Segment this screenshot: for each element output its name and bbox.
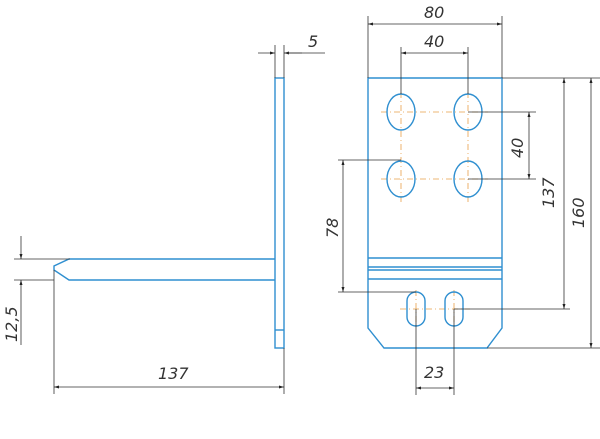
dimension-label-height-to-slots: 137 xyxy=(539,177,558,208)
dimension-label-thickness: 5 xyxy=(308,32,318,51)
anchor-rod xyxy=(53,258,275,281)
dimension-label-hole-spacing-vertical: 40 xyxy=(508,138,527,158)
dimension-hole-spacing-horizontal: 40 xyxy=(400,32,469,94)
dimension-label-rod-diameter: 12,5 xyxy=(2,306,21,342)
mounting-hole xyxy=(386,160,416,198)
dimension-label-hole-spacing-horizontal: 40 xyxy=(424,32,444,51)
dimension-slot-spacing: 23 xyxy=(415,309,455,395)
dimension-hole-spacing-vertical: 40 xyxy=(468,111,536,180)
dimension-height-to-slots: 137 xyxy=(454,77,600,310)
dimension-thickness: 5 xyxy=(258,32,325,78)
dimension-label-slot-offset: 78 xyxy=(323,218,342,238)
dimension-rod-diameter: 12,5 xyxy=(2,236,70,345)
dimension-label-width: 80 xyxy=(424,3,444,22)
dimension-width: 80 xyxy=(367,3,503,78)
dimension-label-slot-spacing: 23 xyxy=(424,363,444,382)
side-view: 5 12,5 137 xyxy=(2,32,325,394)
dimension-label-length: 137 xyxy=(158,364,189,383)
dimension-total-height: 160 xyxy=(487,78,600,349)
dimension-length: 137 xyxy=(53,270,285,394)
front-view: 80 40 40 78 137 160 xyxy=(323,3,600,395)
dimension-label-total-height: 160 xyxy=(569,197,588,228)
side-plate xyxy=(274,77,285,349)
dimension-slot-offset: 78 xyxy=(323,159,416,293)
